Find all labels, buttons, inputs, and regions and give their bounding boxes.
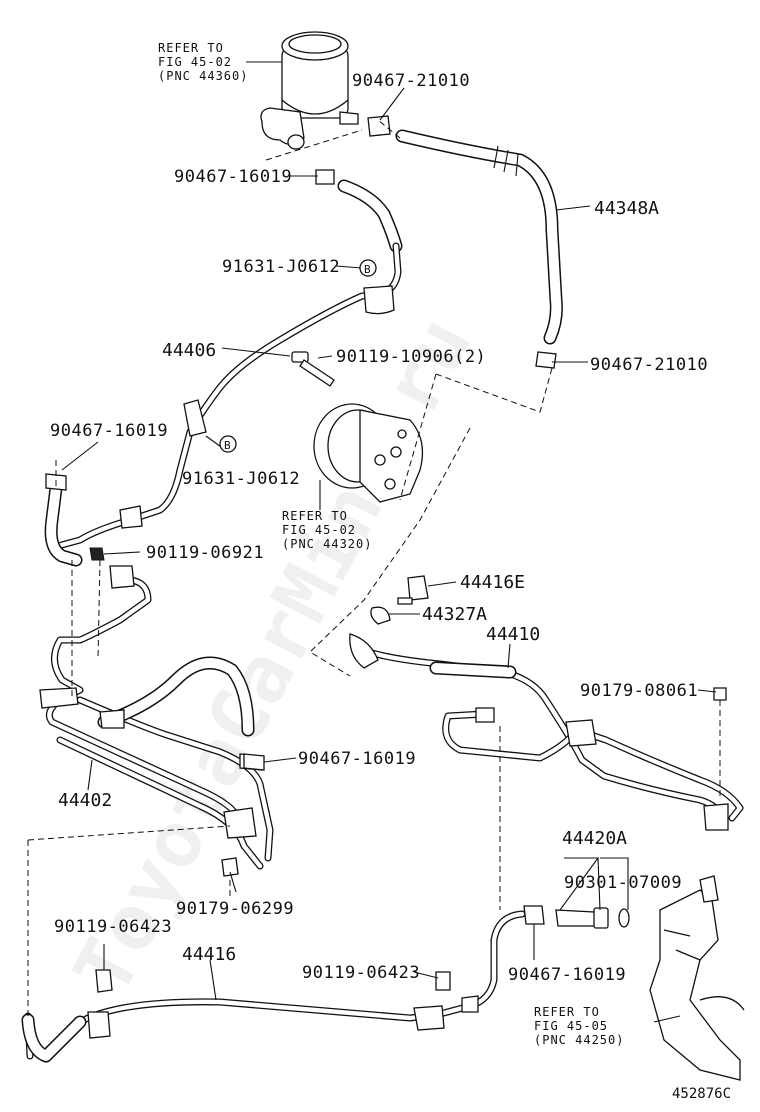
label-91631-j0612-mid: 91631-J0612: [182, 469, 300, 489]
label-44402: 44402: [58, 790, 112, 811]
ref-note-gear: REFER TO FIG 45-05 (PNC 44250): [534, 1005, 624, 1047]
label-90179-08061: 90179-08061: [580, 681, 698, 701]
svg-text:FIG 45-02: FIG 45-02: [158, 55, 232, 69]
label-90119-06921: 90119-06921: [146, 543, 264, 563]
label-90467-21010-top: 90467-21010: [352, 71, 470, 91]
label-90119-06423-right: 90119-06423: [302, 963, 420, 983]
label-44406: 44406: [162, 340, 216, 361]
suction-hose: [337, 179, 403, 253]
pressure-hose-44410: [349, 633, 744, 831]
ref-note-reservoir: REFER TO FIG 45-02 (PNC 44360): [158, 41, 248, 83]
pressure-tube-44406: [54, 242, 402, 550]
svg-text:REFER TO: REFER TO: [158, 41, 224, 55]
svg-text:FIG 45-02: FIG 45-02: [282, 523, 356, 537]
svg-text:REFER TO: REFER TO: [282, 509, 348, 523]
svg-text:(PNC 44250): (PNC 44250): [534, 1033, 624, 1047]
label-44416: 44416: [182, 944, 236, 965]
power-steering-pump: [313, 403, 424, 503]
label-90301-07009: 90301-07009: [564, 873, 682, 893]
diagram-id: 452876C: [672, 1086, 731, 1102]
fittings: [89, 115, 727, 993]
svg-text:B: B: [364, 263, 371, 276]
label-44327a: 44327A: [422, 604, 487, 625]
return-hose-44348a: [395, 129, 563, 345]
label-44420a: 44420A: [562, 828, 627, 849]
bolt-90119-10906: [291, 351, 335, 387]
label-90119-10906: 90119-10906(2): [336, 347, 486, 367]
label-90467-16019-left: 90467-16019: [50, 421, 168, 441]
svg-text:REFER TO: REFER TO: [534, 1005, 600, 1019]
return-tube-44416: [21, 910, 526, 1063]
label-90467-16019-top: 90467-16019: [174, 167, 292, 187]
left-small-hose: [44, 473, 83, 567]
reservoir-tank: [260, 31, 359, 150]
union-44420a: [555, 907, 630, 929]
label-91631-j0612-top: 91631-J0612: [222, 257, 340, 277]
label-44416e: 44416E: [460, 572, 525, 593]
label-44348a: 44348A: [594, 198, 659, 219]
steering-gear: [649, 875, 745, 1081]
svg-text:(PNC 44360): (PNC 44360): [158, 69, 248, 83]
label-90179-06299: 90179-06299: [176, 899, 294, 919]
label-90119-06423-left: 90119-06423: [54, 917, 172, 937]
label-90467-21010-right: 90467-21010: [590, 355, 708, 375]
svg-text:FIG 45-05: FIG 45-05: [534, 1019, 608, 1033]
marker-b-1: B: [359, 259, 377, 277]
label-90467-16019-mid: 90467-16019: [298, 749, 416, 769]
marker-b-2: B: [219, 435, 237, 453]
ref-note-pump: REFER TO FIG 45-02 (PNC 44320): [282, 509, 372, 551]
label-90467-16019-bottom: 90467-16019: [508, 965, 626, 985]
dashed-alignment-lines: [27, 119, 721, 1016]
svg-text:B: B: [224, 439, 231, 452]
svg-text:(PNC 44320): (PNC 44320): [282, 537, 372, 551]
label-44410: 44410: [486, 624, 540, 645]
